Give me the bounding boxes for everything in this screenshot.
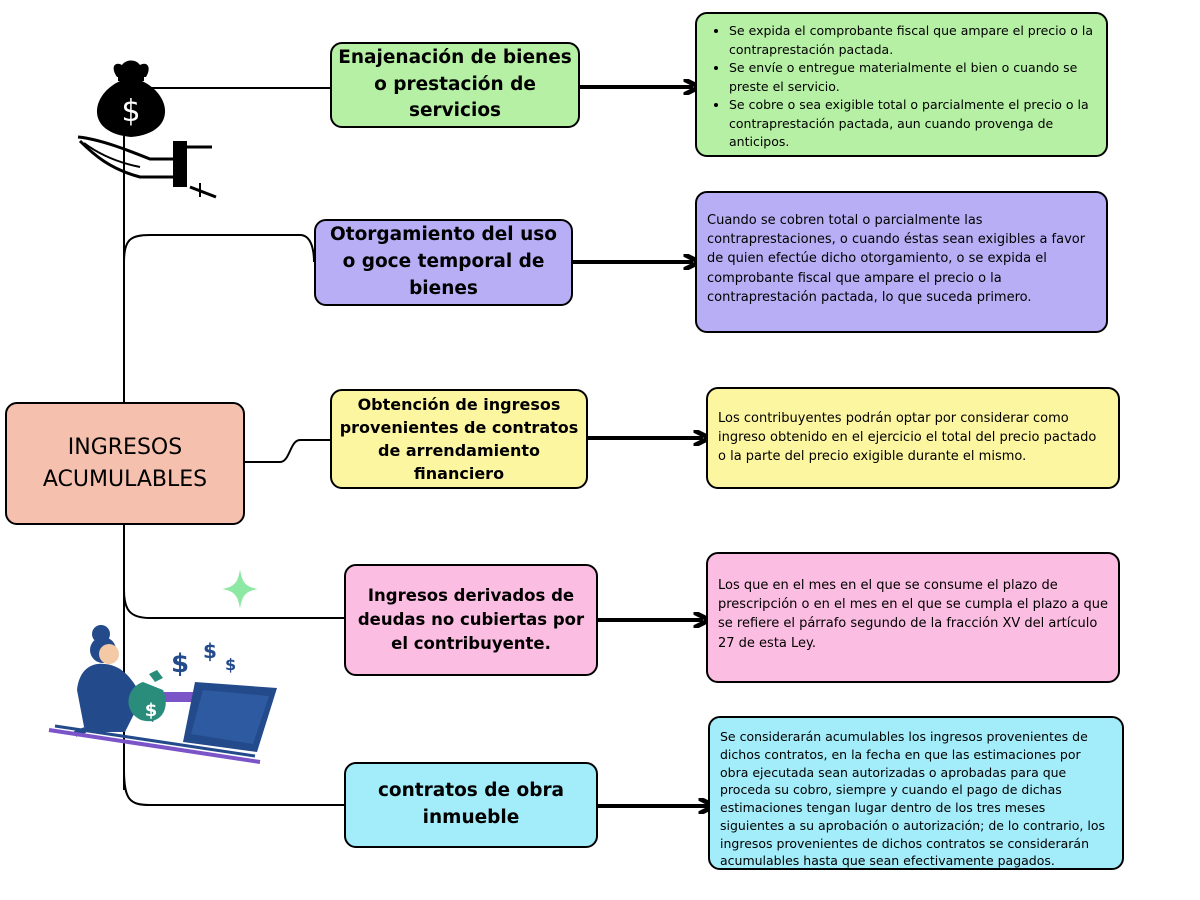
description-arrendamiento: Los contribuyentes podrán optar por cons… xyxy=(706,387,1120,489)
bullet-list: Se expida el comprobante fiscal que ampa… xyxy=(707,22,1096,152)
svg-text:$: $ xyxy=(171,649,189,679)
topic-obra-inmueble: contratos de obra inmueble xyxy=(344,762,598,848)
money-bag-hand-icon: $ xyxy=(77,60,217,199)
svg-text:$: $ xyxy=(203,639,217,663)
topic-deudas: Ingresos derivados de deudas no cubierta… xyxy=(344,564,598,676)
root-node: INGRESOS ACUMULABLES xyxy=(5,402,245,525)
bullet-item: Se expida el comprobante fiscal que ampa… xyxy=(729,22,1096,59)
person-at-computer-icon: $ $ $ $ xyxy=(48,625,277,764)
topic-label: Enajenación de bienes o prestación de se… xyxy=(338,46,572,122)
description-otorgamiento: Cuando se cobren total o parcialmente la… xyxy=(695,191,1108,333)
sparkle-icon xyxy=(222,569,258,609)
description-enajenacion: Se expida el comprobante fiscal que ampa… xyxy=(695,12,1108,157)
branch-line-5 xyxy=(123,769,344,806)
svg-text:$: $ xyxy=(145,700,158,721)
topic-label: Otorgamiento del uso o goce temporal de … xyxy=(330,224,557,299)
branch-line-2 xyxy=(123,234,315,263)
root-label: INGRESOS ACUMULABLES xyxy=(42,434,208,492)
description-text: Los contribuyentes podrán optar por cons… xyxy=(718,411,1097,465)
topic-enajenacion: Enajenación de bienes o prestación de se… xyxy=(330,42,580,128)
topic-otorgamiento: Otorgamiento del uso o goce temporal de … xyxy=(314,219,573,306)
topic-label: Ingresos derivados de deudas no cubierta… xyxy=(357,586,585,653)
description-text: Cuando se cobren total o parcialmente la… xyxy=(707,213,1086,305)
bullet-item: Se envíe o entregue materialmente el bie… xyxy=(729,59,1096,96)
topic-label: Obtención de ingresos provenientes de co… xyxy=(339,394,579,484)
svg-text:$: $ xyxy=(121,94,140,129)
bullet-item: Se cobre o sea exigible total o parcialm… xyxy=(729,96,1096,152)
topic-arrendamiento: Obtención de ingresos provenientes de co… xyxy=(330,389,588,489)
svg-text:$: $ xyxy=(225,655,236,674)
description-deudas: Los que en el mes en el que se consume e… xyxy=(706,552,1120,683)
topic-label: contratos de obra inmueble xyxy=(377,780,565,828)
description-text: Los que en el mes en el que se consume e… xyxy=(718,578,1109,651)
description-text: Se considerarán acumulables los ingresos… xyxy=(720,729,1105,869)
branch-line-3 xyxy=(245,439,330,463)
branch-line-4 xyxy=(123,589,344,619)
description-obra-inmueble: Se considerarán acumulables los ingresos… xyxy=(708,716,1124,870)
